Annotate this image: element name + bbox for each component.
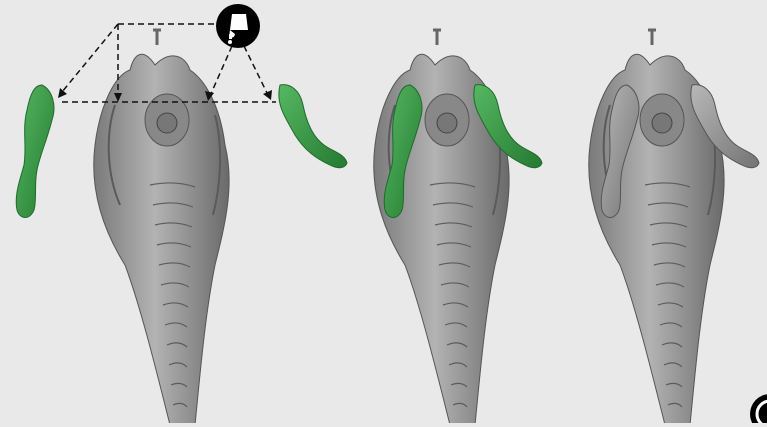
panel-separate-parts — [94, 30, 229, 423]
right-arm-separate — [279, 85, 347, 168]
bucket-icon — [216, 4, 260, 48]
left-arm-separate — [16, 85, 54, 218]
creature-body — [94, 30, 229, 423]
partial-circle-icon — [750, 394, 767, 423]
